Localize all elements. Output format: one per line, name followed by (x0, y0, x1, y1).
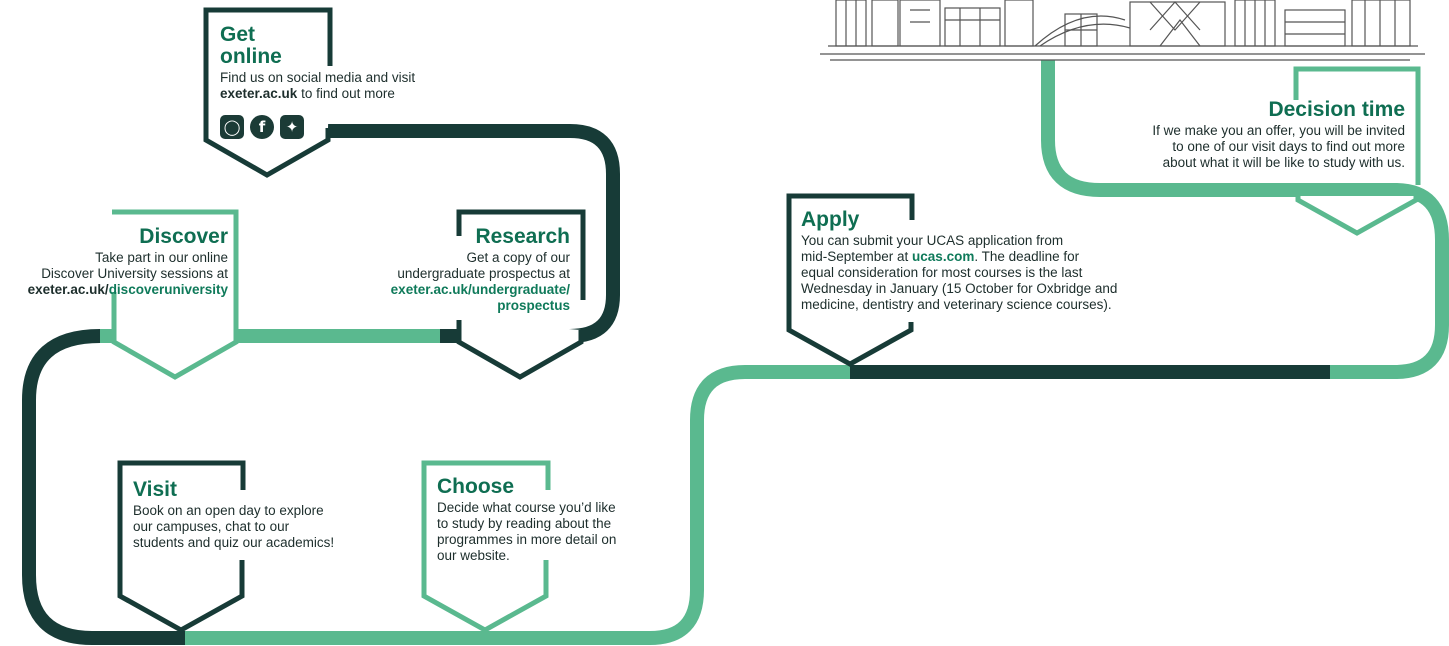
discover-link-path[interactable]: discoveruniversity (108, 282, 228, 297)
discover-text-1: Take part in our online (95, 250, 228, 265)
step-research: Research Get a copy of our undergraduate… (391, 226, 570, 314)
marker-decision (1293, 66, 1421, 185)
discover-text-2: Discover University sessions at (41, 266, 228, 281)
visit-text-1: Book on an open day to explore (133, 503, 324, 518)
apply-text-4: Wednesday in January (15 October for Oxb… (801, 281, 1118, 296)
visit-title: Visit (133, 478, 177, 501)
marker-apply (786, 193, 915, 367)
path-dark-top (312, 124, 620, 343)
choose-text-2: to study by reading about the (437, 516, 612, 531)
apply-text-1: You can submit your UCAS application fro… (801, 233, 1064, 248)
choose-text-1: Decide what course you’d like (437, 500, 616, 515)
social-icons: ◯ f ✦ (220, 115, 304, 139)
apply-title: Apply (801, 208, 860, 231)
research-title: Research (475, 225, 570, 248)
marker-research-point (456, 320, 584, 380)
decision-text-2: to one of our visit days to find out mor… (1172, 139, 1405, 154)
path-dark-left (22, 329, 185, 645)
marker-discover (111, 209, 239, 380)
step-apply: Apply You can submit your UCAS applicati… (801, 209, 1117, 313)
get-online-link[interactable]: exeter.ac.uk (220, 86, 298, 101)
decision-text-1: If we make you an offer, you will be inv… (1152, 123, 1405, 138)
choose-text-4: our website. (437, 548, 510, 563)
instagram-icon[interactable]: ◯ (220, 115, 244, 139)
get-online-text-2: to find out more (297, 86, 395, 101)
discover-title: Discover (139, 225, 228, 248)
choose-text-3: programmes in more detail on (437, 532, 617, 547)
marker-visit (117, 460, 246, 633)
research-link-2[interactable]: prospectus (497, 298, 570, 313)
get-online-text-1: Find us on social media and visit (220, 70, 416, 85)
decision-text-3: about what it will be like to study with… (1162, 155, 1405, 170)
twitter-icon[interactable]: ✦ (280, 115, 304, 139)
step-visit: Visit Book on an open day to explore our… (133, 479, 334, 551)
apply-text-5: medicine, dentistry and veterinary scien… (801, 297, 1112, 312)
marker-research (456, 209, 586, 300)
marker-decision-point (1295, 196, 1419, 236)
apply-text-2b: . The deadline for (974, 249, 1080, 264)
visit-text-2: our campuses, chat to our (133, 519, 290, 534)
path-green-right (1041, 60, 1449, 379)
get-online-title-1: Get (220, 23, 256, 46)
apply-text-2a: mid-September at (801, 249, 913, 264)
step-get-online: Get online Find us on social media and v… (220, 24, 415, 102)
decision-title: Decision time (1268, 98, 1405, 121)
facebook-icon[interactable]: f (250, 115, 274, 139)
path-green-bottom (185, 365, 850, 645)
step-choose: Choose Decide what course you’d like to … (437, 476, 616, 564)
get-online-title-2: online (220, 45, 282, 68)
discover-link-base[interactable]: exeter.ac.uk/ (27, 282, 109, 297)
research-text-1: Get a copy of our (466, 250, 570, 265)
step-discover: Discover Take part in our online Discove… (28, 226, 228, 298)
visit-text-3: students and quiz our academics! (133, 535, 335, 550)
apply-link[interactable]: ucas.com (912, 249, 975, 264)
apply-text-3: equal consideration for most courses is … (801, 265, 1083, 280)
research-text-2: undergraduate prospectus at (397, 266, 570, 281)
marker-choose (421, 460, 551, 633)
campus-illustration (820, 0, 1425, 61)
choose-title: Choose (437, 475, 515, 498)
research-link-1[interactable]: exeter.ac.uk/undergraduate/ (390, 282, 570, 297)
step-decision-time: Decision time If we make you an offer, y… (1152, 99, 1405, 171)
